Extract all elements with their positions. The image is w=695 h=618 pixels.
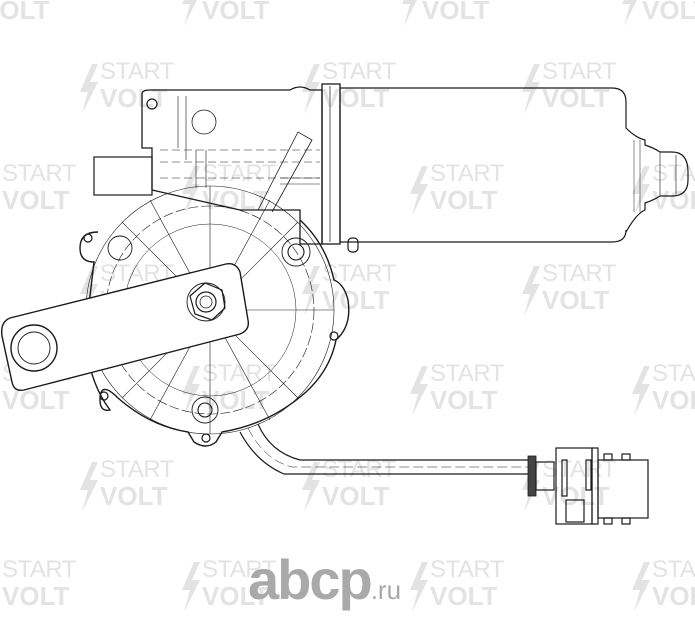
cable-connector [239,423,649,525]
gearbox-housing [93,86,323,245]
logo-text: abcp [248,548,373,611]
motor-housing [321,83,689,253]
abcp-logo: abcp.ru [248,552,401,618]
logo-tld: .ru [370,575,402,605]
crank-arm [0,262,250,392]
